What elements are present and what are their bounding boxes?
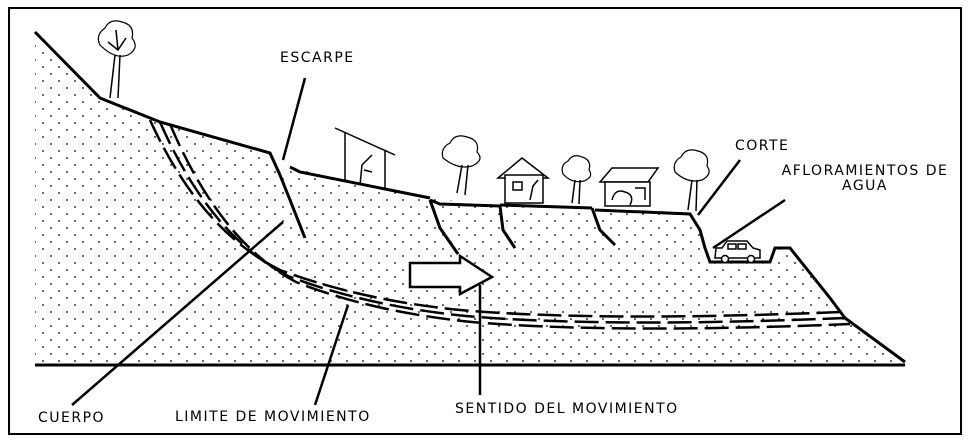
house-icon — [598, 167, 660, 207]
house-icon — [495, 157, 551, 204]
crack-2 — [498, 205, 517, 249]
car-icon — [714, 240, 761, 264]
shed-icon — [334, 127, 396, 190]
limite-leader — [313, 304, 350, 406]
afloramientos-leader — [712, 198, 786, 250]
ground-surface-line-5 — [594, 208, 906, 364]
crack-3 — [590, 207, 617, 247]
crack-1 — [428, 199, 460, 255]
afloramientos-label-line1: AFLORAMIENTOS DE — [781, 163, 949, 179]
limite-movimiento-label: LIMITE DE MOVIMIENTO — [175, 409, 371, 425]
tree-icon — [673, 149, 710, 212]
tree-icon — [441, 135, 481, 196]
escarpe-label: ESCARPE — [280, 50, 355, 66]
main-scarp-crack — [278, 174, 307, 239]
corte-leader — [697, 159, 741, 216]
sentido-movimiento-label: SENTIDO DEL MOVIMIENTO — [455, 401, 679, 417]
ground-surface-line-3 — [429, 198, 501, 208]
movement-arrow — [408, 253, 495, 297]
failure-surface-dashed-1 — [148, 119, 841, 318]
tree-icon — [561, 155, 592, 205]
ground-surface-line-4 — [499, 203, 593, 210]
diagram-frame — [8, 7, 962, 435]
cuerpo-leader — [71, 221, 284, 406]
escarpe-leader — [281, 77, 307, 161]
failure-surface-dashed-2 — [158, 121, 846, 324]
afloramientos-label-line2: AGUA — [841, 178, 888, 194]
corte-label: CORTE — [735, 138, 790, 154]
cuerpo-label: CUERPO — [38, 410, 106, 426]
failure-surface-dashed-3 — [168, 123, 851, 330]
slope-soil-body — [35, 32, 905, 362]
ground-surface-line-2 — [289, 165, 431, 200]
tree-icon — [97, 20, 136, 99]
